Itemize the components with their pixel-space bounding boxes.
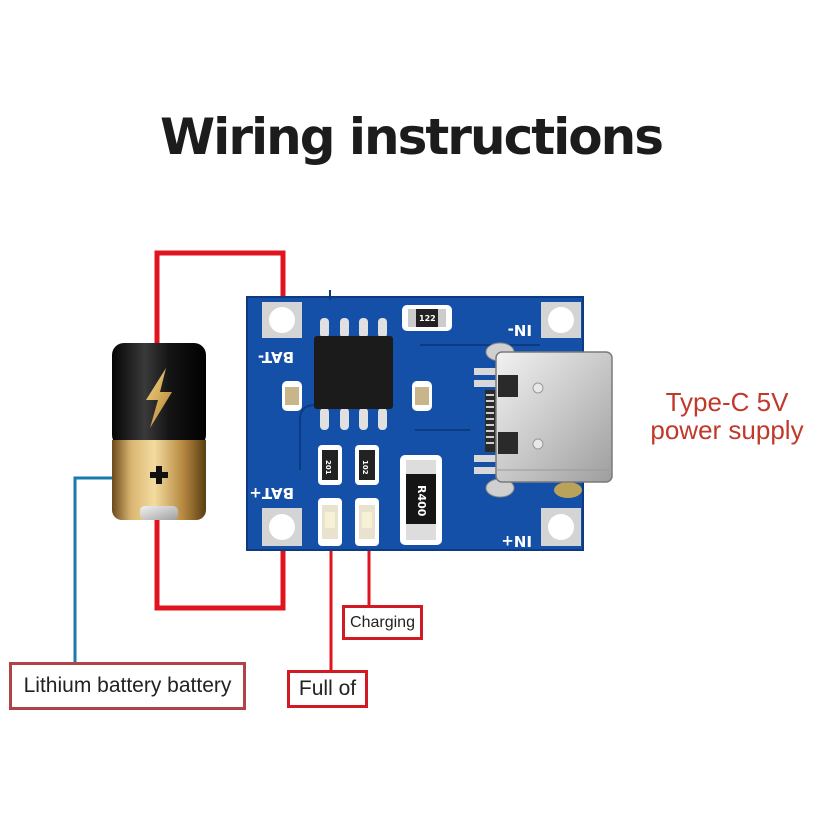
capacitor-right xyxy=(412,381,432,411)
pad-in-plus xyxy=(541,508,581,546)
charging-board: BAT- BAT+ IN- IN+ xyxy=(246,290,613,551)
svg-text:122: 122 xyxy=(419,314,436,323)
svg-text:102: 102 xyxy=(361,460,369,475)
resistor-left: 201 xyxy=(318,445,342,485)
lithium-battery-label: Lithium battery battery xyxy=(9,662,246,710)
svg-text:R400: R400 xyxy=(415,485,428,517)
page-title: Wiring instructions xyxy=(160,108,664,166)
plus-icon xyxy=(150,466,168,484)
wire-bat-plus xyxy=(154,518,286,611)
capacitor-left xyxy=(282,381,302,411)
resistor-right: 102 xyxy=(355,445,379,485)
svg-text:201: 201 xyxy=(324,460,332,475)
wire-bat-minus xyxy=(154,250,286,345)
led-charging xyxy=(355,498,379,546)
pin-label-in-minus: IN- xyxy=(508,321,532,339)
full-label: Full of xyxy=(287,670,368,708)
battery-icon xyxy=(112,343,206,520)
pin-label-bat-minus: BAT- xyxy=(258,348,294,366)
pad-bat-minus xyxy=(262,302,302,338)
pin-label-in-plus: IN+ xyxy=(501,532,532,550)
usb-c-connector-icon xyxy=(474,342,613,498)
pin-label-bat-plus: BAT+ xyxy=(249,484,294,502)
pad-in-minus xyxy=(541,302,581,338)
charger-ic xyxy=(314,318,393,430)
pad-bat-plus xyxy=(262,508,302,546)
wire-battery-label xyxy=(73,476,115,662)
power-supply-label-line1: Type-C 5V xyxy=(665,387,789,417)
led-full xyxy=(318,498,342,546)
power-supply-label-line2: power supply xyxy=(650,415,804,445)
resistor-sense: R400 xyxy=(400,455,442,545)
lightning-icon xyxy=(146,368,172,428)
resistor-top: 122 xyxy=(402,305,452,331)
charging-label: Charging xyxy=(342,605,423,640)
power-supply-label: Type-C 5V power supply xyxy=(632,388,822,444)
